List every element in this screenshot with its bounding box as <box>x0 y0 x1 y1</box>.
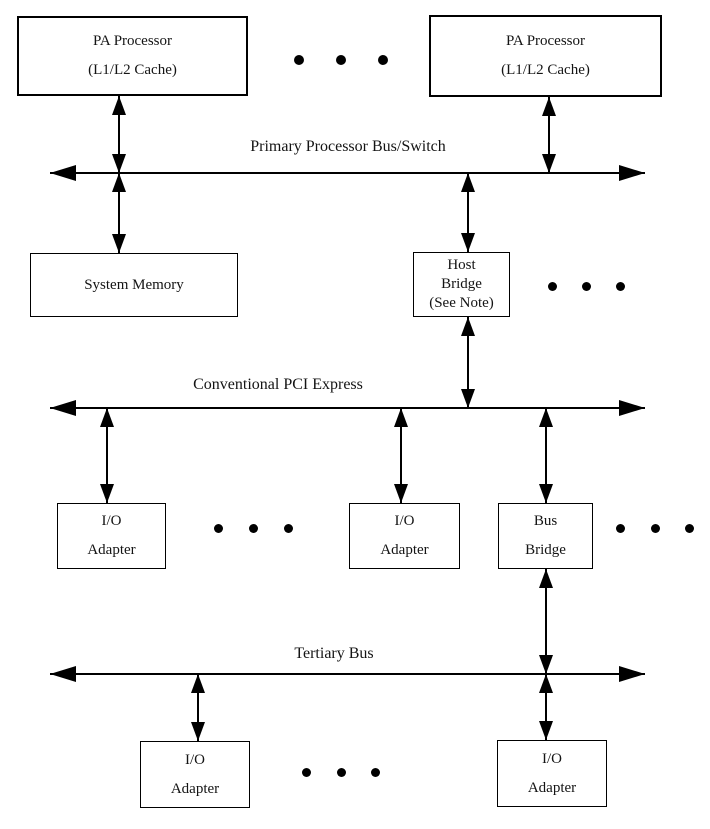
pci-bus-to-io-adapter-2-connector <box>400 408 402 503</box>
io-adapter-3-label: Adapter <box>170 780 220 797</box>
host-bridge-label: Bridge <box>441 276 482 292</box>
io-adapter-1-label: Adapter <box>87 542 136 558</box>
primary-bus-to-system-memory-up-arrowhead-icon <box>112 173 126 192</box>
io-adapter-2-box: I/O Adapter <box>349 503 460 569</box>
io-adapter-4-label: Adapter <box>527 779 577 796</box>
io-adapter-2-label: Adapter <box>380 542 429 558</box>
pa-processor-2-label: (L1/L2 Cache) <box>501 62 590 78</box>
io-adapter-3-label: I/O <box>185 751 205 768</box>
pa1-to-primary-bus-down-arrowhead-icon <box>112 154 126 173</box>
pa-processor-1-label: (L1/L2 Cache) <box>88 62 177 78</box>
host-bridge-label: Host <box>447 257 476 273</box>
tertiary-bus-to-io-adapter-4-up-arrowhead-icon <box>539 674 553 693</box>
pa-processor-2-label: PA Processor <box>505 33 586 49</box>
pci-bus-to-io-adapter-2-down-arrowhead-icon <box>394 484 408 503</box>
tertiary-bus-label: Tertiary Bus <box>294 645 374 662</box>
dots-more-io-adapters-pci-dot <box>248 523 258 533</box>
conventional-pci-express-bus-line <box>50 407 645 409</box>
io-adapter-1-box: I/O Adapter <box>57 503 166 569</box>
dots-more-io-adapters-tertiary-dot <box>301 767 311 777</box>
pa-processor-1-label: PA Processor <box>92 33 173 49</box>
host-bridge-to-pci-bus-down-arrowhead-icon <box>461 389 475 408</box>
pa1-to-primary-bus-connector <box>118 96 120 173</box>
host-bridge-to-pci-bus-connector <box>467 317 469 408</box>
dots-more-host-bridges-dot <box>581 281 591 291</box>
dots-more-io-adapters-tertiary-dot <box>336 767 346 777</box>
dots-more-bus-bridges-dot <box>650 523 660 533</box>
tertiary-bus-to-io-adapter-4-connector <box>545 674 547 740</box>
dots-more-processors-dot <box>294 55 304 65</box>
conventional-pci-express-bus-left-arrowhead-icon <box>50 400 76 416</box>
pa2-to-primary-bus-down-arrowhead-icon <box>542 154 556 173</box>
host-bridge-to-pci-bus-up-arrowhead-icon <box>461 317 475 336</box>
io-adapter-2-label: I/O <box>394 513 415 529</box>
host-bridge-label: (See Note) <box>429 295 494 311</box>
dots-more-bus-bridges-dot <box>615 523 625 533</box>
primary-bus-to-system-memory-connector <box>118 173 120 253</box>
io-adapter-1-label: I/O <box>101 513 122 529</box>
primary-bus-to-host-bridge-down-arrowhead-icon <box>461 233 475 252</box>
primary-processor-bus-label: Primary Processor Bus/Switch <box>250 138 446 155</box>
dots-more-io-adapters-pci-dot <box>213 523 223 533</box>
bus-bridge-to-tertiary-bus-down-arrowhead-icon <box>539 655 553 674</box>
pa-processor-1-box: PA Processor (L1/L2 Cache) <box>17 16 248 96</box>
tertiary-bus-right-arrowhead-icon <box>619 666 645 682</box>
tertiary-bus-to-io-adapter-4-down-arrowhead-icon <box>539 721 553 740</box>
pci-bus-to-bus-bridge-up-arrowhead-icon <box>539 408 553 427</box>
bus-bridge-label: Bus <box>533 513 558 529</box>
io-adapter-4-box: I/O Adapter <box>497 740 607 807</box>
pa1-to-primary-bus-up-arrowhead-icon <box>112 96 126 115</box>
dots-more-io-adapters-pci-dot <box>283 523 293 533</box>
dots-more-host-bridges-dot <box>615 281 625 291</box>
pci-bus-to-bus-bridge-down-arrowhead-icon <box>539 484 553 503</box>
tertiary-bus-line <box>50 673 645 675</box>
pci-bus-to-io-adapter-1-up-arrowhead-icon <box>100 408 114 427</box>
dots-more-processors-dot <box>336 55 346 65</box>
pci-bus-to-io-adapter-1-connector <box>106 408 108 503</box>
io-adapter-4-label: I/O <box>542 750 562 767</box>
dots-more-host-bridges-dot <box>547 281 557 291</box>
primary-bus-to-host-bridge-connector <box>467 173 469 252</box>
tertiary-bus-to-io-adapter-3-down-arrowhead-icon <box>191 722 205 741</box>
pa-processor-2-box: PA Processor (L1/L2 Cache) <box>429 15 662 97</box>
bus-bridge-to-tertiary-bus-connector <box>545 569 547 674</box>
primary-processor-bus-line <box>50 172 645 174</box>
tertiary-bus-to-io-adapter-3-connector <box>197 674 199 741</box>
dots-more-bus-bridges-dot <box>684 523 694 533</box>
tertiary-bus-to-io-adapter-3-up-arrowhead-icon <box>191 674 205 693</box>
system-memory-label: System Memory <box>84 276 184 293</box>
primary-bus-to-host-bridge-up-arrowhead-icon <box>461 173 475 192</box>
system-memory-box: System Memory <box>30 253 238 317</box>
conventional-pci-express-bus-right-arrowhead-icon <box>619 400 645 416</box>
bus-bridge-label: Bridge <box>525 542 566 558</box>
pa2-to-primary-bus-connector <box>548 97 550 173</box>
conventional-pci-express-bus-label: Conventional PCI Express <box>193 376 363 393</box>
bus-bridge-to-tertiary-bus-up-arrowhead-icon <box>539 569 553 588</box>
dots-more-io-adapters-tertiary-dot <box>370 767 380 777</box>
tertiary-bus-left-arrowhead-icon <box>50 666 76 682</box>
primary-processor-bus-left-arrowhead-icon <box>50 165 76 181</box>
io-adapter-3-box: I/O Adapter <box>140 741 250 808</box>
pci-bus-to-io-adapter-1-down-arrowhead-icon <box>100 484 114 503</box>
pa2-to-primary-bus-up-arrowhead-icon <box>542 97 556 116</box>
dots-more-processors-dot <box>378 55 388 65</box>
pci-bus-to-bus-bridge-connector <box>545 408 547 503</box>
pci-bus-to-io-adapter-2-up-arrowhead-icon <box>394 408 408 427</box>
primary-processor-bus-right-arrowhead-icon <box>619 165 645 181</box>
primary-bus-to-system-memory-down-arrowhead-icon <box>112 234 126 253</box>
